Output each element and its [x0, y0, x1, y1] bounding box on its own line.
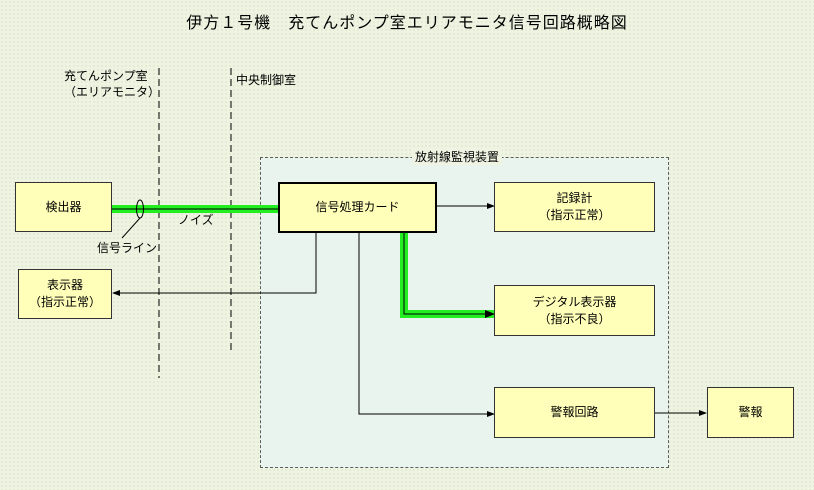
control-room-label: 中央制御室 [236, 73, 297, 87]
digital-label-line1: デジタル表示器 [532, 294, 617, 309]
arrow-card-to-alarm-circuit [358, 233, 495, 417]
signal-line-annotation: 信号ライン [97, 241, 158, 255]
digital-display-box: デジタル表示器 （指示不良） [494, 285, 655, 336]
display-box: 表示器 （指示正常） [18, 269, 112, 319]
signal-processing-card-box: 信号処理カード [278, 182, 437, 233]
diagram-title: 伊方１号機 充てんポンプ室エリアモニタ信号回路概略図 [186, 13, 628, 32]
digital-path-highlight [400, 233, 494, 318]
noise-annotation: ノイズ [178, 213, 214, 227]
panel-label: 放射線監視装置 [412, 149, 503, 165]
card-label: 信号処理カード [315, 200, 400, 214]
detector-label: 検出器 [45, 199, 82, 214]
alarm-circuit-label: 警報回路 [550, 405, 599, 419]
alarm-circuit-box: 警報回路 [494, 387, 655, 438]
room-label-line2: （エリアモニタ） [64, 85, 161, 99]
recorder-label-line1: 記録計 [556, 191, 593, 205]
room-label-line1: 充てんポンプ室 [64, 69, 148, 83]
alarm-box: 警報 [707, 387, 794, 438]
display-label-line1: 表示器 [46, 278, 83, 292]
digital-label-line2: （指示不良） [538, 311, 611, 326]
display-label-line2: （指示正常） [28, 295, 101, 309]
recorder-label-line2: （指示正常） [538, 208, 611, 222]
arrow-card-to-display [112, 233, 317, 296]
signal-line-leader [121, 217, 141, 239]
recorder-box: 記録計 （指示正常） [494, 182, 655, 232]
detector-box: 検出器 [15, 182, 112, 232]
arrow-card-to-digital [403, 233, 495, 318]
alarm-label: 警報 [738, 405, 763, 419]
